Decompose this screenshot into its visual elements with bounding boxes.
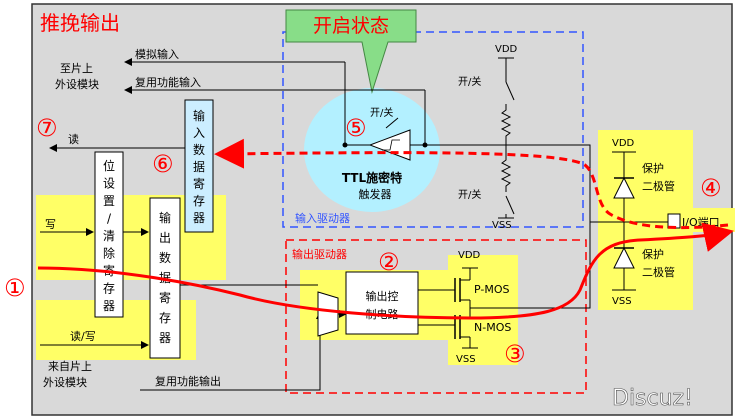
from-peripheral-line1: 来自片上 bbox=[48, 360, 92, 373]
hysteresis-icon bbox=[382, 139, 400, 151]
output_data_reg-char: 数 bbox=[159, 250, 171, 265]
title: 推挽输出 bbox=[40, 11, 120, 35]
input_data_reg-char: 寄 bbox=[193, 176, 205, 191]
input-signal-path bbox=[214, 138, 729, 230]
pullup-vdd-label: VDD bbox=[495, 44, 518, 55]
input_data_reg-char: 据 bbox=[193, 160, 205, 174]
callout-text: 开启状态 bbox=[313, 15, 389, 37]
from-peripheral-line2: 外设模块 bbox=[43, 376, 87, 389]
input_data_reg-char: 器 bbox=[193, 211, 205, 225]
input-driver-label: 输入驱动器 bbox=[295, 211, 350, 225]
pullup-resistor bbox=[500, 104, 512, 156]
protect-diode-top bbox=[613, 176, 635, 199]
nmos-label: N-MOS bbox=[474, 321, 511, 334]
input_data_reg-char: 输 bbox=[193, 108, 205, 123]
to-peripheral-line1: 至片上 bbox=[60, 62, 93, 75]
highlight-mos bbox=[448, 255, 518, 365]
schmitt-label-line2: 触发器 bbox=[359, 187, 392, 201]
output-driver-box bbox=[285, 239, 587, 394]
input_data_reg-char: 入 bbox=[193, 126, 205, 140]
protect-diode-bottom bbox=[613, 246, 635, 269]
schmitt-label-line1: TTL施密特 bbox=[342, 170, 402, 185]
protect-diode-top-line1: 保护 bbox=[642, 161, 664, 175]
protect-diode-bottom-line1: 保护 bbox=[642, 247, 664, 261]
protect-diode-top-line2: 二极管 bbox=[642, 179, 675, 193]
output-mux bbox=[317, 291, 339, 337]
marker-3: ③ bbox=[504, 340, 526, 368]
pulldown-switch bbox=[505, 195, 515, 215]
callout-shape bbox=[285, 9, 417, 94]
write-label: 写 bbox=[45, 218, 56, 231]
output-control-circuit bbox=[345, 271, 419, 335]
schmitt-switch-label: 开/关 bbox=[370, 106, 393, 119]
alt-func-output-line bbox=[140, 311, 324, 391]
schmitt-trigger bbox=[368, 129, 411, 161]
pulldown-switch-label: 开/关 bbox=[458, 188, 481, 201]
output_data_reg-char: 出 bbox=[159, 231, 171, 245]
pullup-switch-label: 开/关 bbox=[458, 75, 481, 88]
pmos-label: P-MOS bbox=[474, 283, 510, 296]
output-signal-path bbox=[37, 222, 734, 320]
bit_set_reset_reg-char: 清 bbox=[103, 229, 115, 243]
nmos-vss-label: VSS bbox=[456, 354, 476, 365]
output_data_reg-char: 器 bbox=[159, 331, 171, 345]
alt-func-output-label: 复用功能输出 bbox=[155, 374, 221, 388]
protect-diode-bottom-line2: 二极管 bbox=[642, 265, 675, 279]
alt-func-input-label: 复用功能输入 bbox=[135, 75, 201, 89]
marker-4: ④ bbox=[700, 174, 722, 202]
diode-vdd-label: VDD bbox=[612, 138, 635, 149]
pmos-vdd-label: VDD bbox=[458, 250, 481, 261]
output_data_reg-char: 寄 bbox=[159, 290, 171, 305]
pulldown-resistor bbox=[500, 156, 512, 192]
schmitt-switch bbox=[385, 117, 399, 129]
schmitt-highlight-circle bbox=[304, 88, 440, 212]
marker-5: ⑤ bbox=[345, 114, 367, 142]
read-label: 读 bbox=[68, 132, 79, 146]
bit_set_reset_reg-char: 除 bbox=[103, 246, 115, 261]
watermark: Discuz! bbox=[612, 386, 693, 411]
bit_set_reset_reg-char: 器 bbox=[103, 299, 115, 313]
analog-input-label: 模拟输入 bbox=[135, 47, 179, 61]
bit_set_reset_reg-char: 存 bbox=[103, 282, 115, 296]
read-write-label: 读/写 bbox=[70, 329, 96, 343]
bit_set_reset_reg-char: / bbox=[107, 212, 112, 226]
output-control-line1: 输出控 bbox=[366, 289, 399, 303]
output_data_reg-char: 输 bbox=[159, 210, 171, 225]
input-data-register bbox=[184, 99, 214, 233]
marker-2: ② bbox=[378, 248, 400, 276]
input_data_reg-char: 存 bbox=[193, 194, 205, 208]
schmitt-to-pin-wire bbox=[425, 144, 591, 222]
diode-vss-label: VSS bbox=[612, 296, 632, 307]
output-driver-label: 输出驱动器 bbox=[292, 247, 347, 261]
junction-dot bbox=[342, 142, 348, 148]
output_data_reg-char: 存 bbox=[159, 311, 171, 325]
input-driver-box bbox=[282, 31, 584, 228]
pulldown-vss-label: VSS bbox=[492, 220, 512, 231]
pullup-switch bbox=[505, 81, 515, 101]
input_data_reg-char: 数 bbox=[193, 142, 205, 157]
bit-set-reset-register bbox=[94, 151, 124, 318]
bit_set_reset_reg-char: 置 bbox=[103, 194, 115, 208]
marker-6: ⑥ bbox=[152, 150, 174, 178]
to-peripheral-line2: 外设模块 bbox=[55, 78, 99, 91]
marker-1: ① bbox=[4, 274, 26, 302]
bit_set_reset_reg-char: 设 bbox=[103, 177, 115, 191]
bit_set_reset_reg-char: 位 bbox=[103, 158, 115, 173]
marker-7: ⑦ bbox=[36, 114, 58, 142]
